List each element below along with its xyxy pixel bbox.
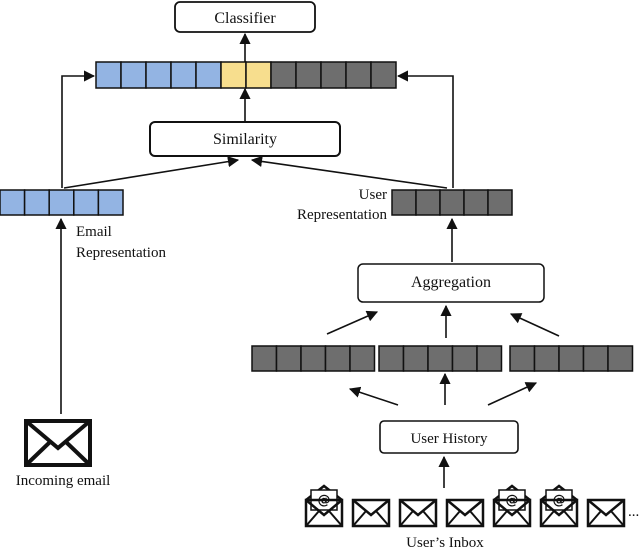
user-vector-cell [487,189,513,216]
history-vector-cell [476,345,503,372]
incoming-email-label: Incoming email [16,473,111,489]
concat-vector-cell [95,61,122,89]
concat-vector-cell [170,61,197,89]
user-representation-label-line1: User [359,187,387,203]
history-vector-cell [558,345,585,372]
concat-vector-cell [370,61,397,89]
user-history-box: User History [379,420,519,454]
envelope-icon [445,498,485,528]
email-vector-cell [73,189,100,216]
concat-vector-cell [195,61,222,89]
arrow-userhistory-to-history3 [487,382,538,406]
connector-arrows [55,32,560,488]
history-vector-cell [275,345,302,372]
concatenated-vector [95,61,397,89]
user-vector-cell [415,189,441,216]
concat-vector-cell [295,61,322,89]
user-history-label: User History [410,431,488,447]
history-vector-cell [533,345,560,372]
user-vector-cell [391,189,417,216]
concat-vector-cell [120,61,147,89]
history-vector-cell [607,345,634,372]
arrow-email-to-concat [61,70,96,188]
concat-vector-cell [270,61,297,89]
envelope-icon [586,498,626,528]
email-vector-cell [23,189,50,216]
concat-vector-cell [345,61,372,89]
arrow-user-to-concat [396,70,454,188]
history-vector-cell [349,345,376,372]
email-representation-vector [0,189,124,216]
classifier-box: Classifier [174,1,316,33]
arrow-history1-to-aggregation [326,310,379,335]
at-envelope-icon: @ [304,484,344,528]
envelope-icon [398,498,438,528]
arrow-user-to-similarity [250,155,448,189]
concat-vector-cell [320,61,347,89]
user-representation-vector [391,189,513,216]
users-inbox-label: User’s Inbox [406,535,484,551]
concat-vector-cell [245,61,272,89]
aggregation-label: Aggregation [411,274,491,291]
at-envelope-icon: @ [539,484,579,528]
classifier-label: Classifier [214,10,276,27]
user-vector-cell [439,189,465,216]
email-vector-cell [48,189,75,216]
user-representation-label-line2: Representation [297,207,387,223]
email-representation-label-line1: Email [76,224,112,240]
history-vectors [251,345,634,372]
history-vector-cell [251,345,278,372]
history-vector-cell [582,345,609,372]
concat-vector-cell [145,61,172,89]
history-vector-cell [324,345,351,372]
history-vector-cell [402,345,429,372]
inbox-icons: @@@ [304,484,626,528]
arrow-history3-to-aggregation [509,313,560,337]
similarity-box: Similarity [149,121,341,157]
history-vector-cell [451,345,478,372]
history-vector-cell [427,345,454,372]
arrow-email-to-similarity [63,156,240,189]
envelope-icon [351,498,391,528]
email-vector-cell [97,189,124,216]
email-vector-cell [0,189,26,216]
arrow-userhistory-to-history1 [348,386,399,406]
at-envelope-icon: @ [492,484,532,528]
inbox-ellipsis: ... [628,504,639,520]
history-vector-cell [300,345,327,372]
similarity-label: Similarity [213,131,277,148]
envelope-icon [24,419,92,467]
history-vector-cell [509,345,536,372]
concat-vector-cell [220,61,247,89]
user-vector-cell [463,189,489,216]
history-vector-cell [378,345,405,372]
email-representation-label-line2: Representation [76,245,166,261]
aggregation-box: Aggregation [357,263,545,303]
